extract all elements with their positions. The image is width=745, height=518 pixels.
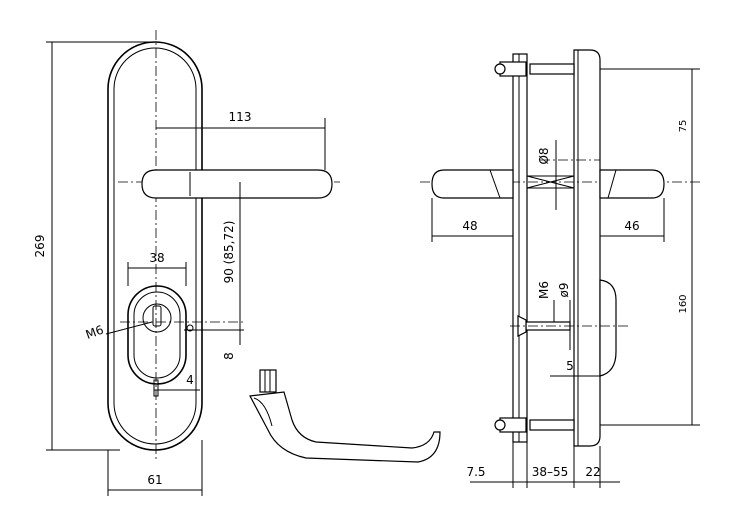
side-right-plate bbox=[573, 49, 601, 447]
side-handle-right-bevel bbox=[607, 169, 617, 199]
dim-cylinder-width: 38 bbox=[149, 251, 164, 265]
dim-handle-right: 46 bbox=[624, 219, 639, 233]
plate-inner-outline bbox=[113, 47, 197, 445]
lever-handle-front bbox=[141, 169, 333, 199]
key-slot bbox=[152, 305, 162, 327]
side-cylinder-cover bbox=[599, 279, 617, 377]
bottom-bolt-shaft bbox=[529, 419, 575, 431]
side-handle-left-bevel bbox=[489, 169, 501, 199]
dim-plate-width: 61 bbox=[147, 473, 162, 487]
dim-top-spacing: 75 bbox=[678, 120, 689, 133]
bottom-bolt-head bbox=[494, 419, 506, 431]
dim-door-thickness: 38–55 bbox=[532, 465, 569, 479]
side-view: 75 160 Ø8 48 46 M6 ø9 5 7.5 38–55 22 bbox=[420, 49, 700, 488]
dim-bottom-spacing: 160 bbox=[678, 294, 689, 313]
dim-offset-4: 4 bbox=[186, 373, 194, 387]
iso-spindle bbox=[259, 369, 277, 393]
iso-lever bbox=[249, 391, 441, 463]
dim-center-distance: 90 (85,72) bbox=[222, 221, 236, 284]
dim-right-thickness: 22 bbox=[585, 465, 600, 479]
cylinder-cutout-outer bbox=[127, 285, 187, 385]
m6-leader bbox=[105, 321, 153, 335]
top-bolt-head bbox=[494, 63, 506, 75]
dim-left-thickness: 7.5 bbox=[466, 465, 485, 479]
dim-bolt-diameter: ø9 bbox=[557, 283, 571, 298]
dim-handle-length: 113 bbox=[229, 110, 252, 124]
dim-offset-8: 8 bbox=[222, 352, 236, 360]
dim-thread-front: M6 bbox=[84, 323, 106, 342]
top-bolt-shaft bbox=[529, 63, 575, 75]
dim-shaft-diameter: Ø8 bbox=[537, 147, 551, 164]
plate-outline bbox=[107, 41, 203, 451]
iso-lever-edge bbox=[253, 397, 273, 427]
dim-bolt-thread: M6 bbox=[537, 281, 551, 299]
side-handle-left bbox=[431, 169, 514, 199]
handle-isometric bbox=[249, 369, 441, 463]
cylinder-cutout-inner bbox=[133, 291, 181, 379]
dim-handle-left: 48 bbox=[462, 219, 477, 233]
screw-hole bbox=[186, 324, 194, 332]
cylinder-circle bbox=[142, 303, 172, 333]
lower-slot bbox=[153, 379, 159, 397]
dim-overall-height: 269 bbox=[33, 235, 47, 258]
front-view: 269 113 38 90 (85,72) 8 M6 4 61 bbox=[33, 30, 340, 496]
side-handle-right bbox=[599, 169, 665, 199]
cylinder-screw-head bbox=[517, 315, 527, 337]
spindle bbox=[526, 175, 575, 189]
side-left-plate bbox=[512, 53, 528, 443]
spindle-cross-2 bbox=[526, 175, 575, 189]
dim-cover-offset: 5 bbox=[566, 359, 574, 373]
